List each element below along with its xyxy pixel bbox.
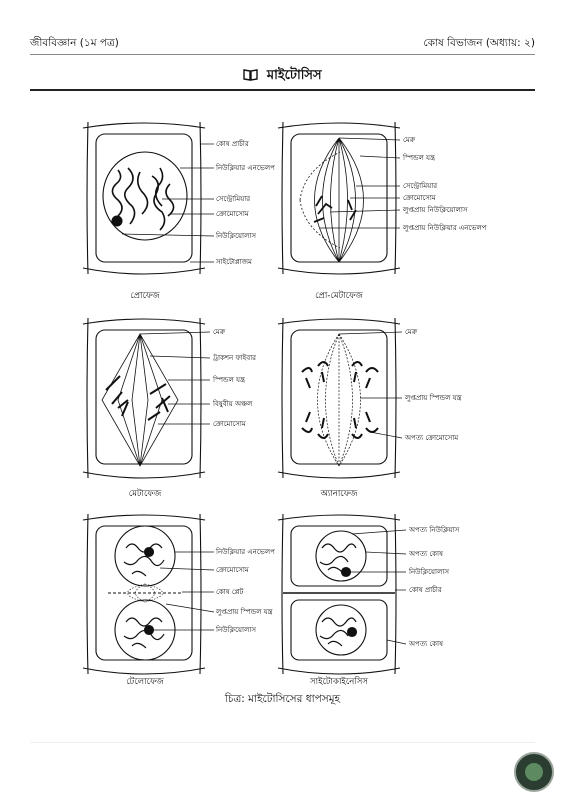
stage-name-prometaphase: প্রো-মেটাফেজ — [315, 289, 364, 301]
telophase-leaders — [153, 551, 215, 631]
prometaphase-labels: মেরু স্পিন্ডল যন্ত্র সেন্ট্রোমিয়ার ক্রো… — [402, 136, 487, 232]
cytokinesis-diagram — [277, 513, 401, 675]
prophase-label: ক্রোমোসোম — [216, 210, 249, 218]
prophase-label: সেন্ট্রোমিয়ার — [216, 195, 250, 203]
telophase-label: নিউক্লিয়ার এনভেলপ — [215, 547, 275, 556]
header-subject: জীববিজ্ঞান (১ম পত্র) — [30, 37, 119, 49]
metaphase-leaders — [139, 331, 211, 425]
figure-caption: চিত্র: মাইটোসিসের ধাপসমূহ — [224, 693, 341, 705]
title-rule — [30, 89, 535, 91]
stage-name-metaphase: মেটাফেজ — [129, 487, 163, 499]
prometaphase-leaders — [320, 137, 401, 229]
header-rule — [30, 54, 535, 55]
telophase-labels: নিউক্লিয়ার এনভেলপ ক্রোমোসোম কোষ প্লেট ল… — [215, 547, 275, 634]
page-header: জীববিজ্ঞান (১ম পত্র) কোষ বিভাজন (অধ্যায়… — [30, 36, 535, 54]
telophase-label: ক্রোমোসোম — [216, 566, 249, 574]
prophase-diagram — [82, 121, 206, 275]
cytokinesis-label: কোষ প্রাচীর — [409, 585, 442, 594]
prometaphase-label: লুপ্তপ্রায় নিউক্লিয়ার এনভেলপ — [402, 223, 487, 232]
telophase-label: লুপ্তপ্রায় স্পিন্ডল যন্ত্র — [215, 608, 273, 616]
stage-name-prophase: প্রোফেজ — [130, 291, 161, 301]
metaphase-label: স্পিন্ডল যন্ত্র — [212, 376, 245, 384]
prometaphase-diagram — [277, 121, 401, 275]
open-book-icon — [243, 69, 259, 81]
prometaphase-label: ক্রোমোসোম — [403, 194, 436, 202]
prometaphase-label: লুপ্তপ্রায় নিউক্লিয়োলাস — [402, 205, 468, 214]
header-chapter: কোষ বিভাজন (অধ্যায়: ২) — [423, 37, 535, 49]
metaphase-label: মেরু — [213, 328, 226, 336]
prometaphase-label: মেরু — [403, 136, 416, 144]
cytokinesis-label: অপত্য কোষ — [408, 640, 443, 648]
publisher-logo-icon — [514, 752, 554, 792]
anaphase-diagram — [277, 317, 401, 479]
anaphase-label: লুপ্তপ্রায় স্পিন্ডল যন্ত্র — [404, 394, 462, 402]
section-title: মাইটোসিস — [0, 66, 565, 87]
prophase-labels: কোষ প্রাচীর নিউক্লিয়ার এনভেলপ সেন্ট্রোম… — [215, 139, 275, 266]
footer-rule — [30, 742, 535, 743]
anaphase-labels: মেরু লুপ্তপ্রায় স্পিন্ডল যন্ত্র অপত্য ক… — [404, 328, 462, 442]
metaphase-label: বিষুবীয় অঞ্চল — [212, 399, 253, 408]
prometaphase-label: সেন্ট্রোমিয়ার — [403, 182, 437, 190]
prophase-label: নিউক্লিয়ার এনভেলপ — [215, 163, 275, 172]
metaphase-diagram — [82, 317, 206, 479]
metaphase-labels: মেরু ট্রাকশন ফাইবার স্পিন্ডল যন্ত্র বিষু… — [212, 328, 256, 428]
stage-name-telophase: টেলোফেজ — [126, 675, 165, 687]
anaphase-label: মেরু — [405, 328, 418, 336]
prophase-label: নিউক্লিয়োলাস — [215, 231, 256, 240]
prophase-leaders — [121, 143, 215, 263]
prophase-label: সাইটোপ্লাজম — [215, 257, 252, 266]
cytokinesis-label: নিউক্লিয়োলাস — [408, 567, 449, 576]
cytokinesis-label: অপত্য কোষ — [408, 550, 443, 558]
stage-name-anaphase: অ্যানাফেজ — [319, 489, 358, 499]
anaphase-leaders — [338, 331, 403, 439]
metaphase-label: ট্রাকশন ফাইবার — [212, 353, 256, 362]
cytokinesis-labels: অপত্য নিউক্লিয়াস অপত্য কোষ নিউক্লিয়োলা… — [408, 525, 460, 648]
prophase-label: কোষ প্রাচীর — [216, 139, 249, 148]
section-title-text: মাইটোসিস — [266, 68, 322, 83]
anaphase-label: অপত্য ক্রোমোসোম — [404, 434, 458, 442]
cytokinesis-label: অপত্য নিউক্লিয়াস — [408, 525, 460, 534]
cytokinesis-leaders — [350, 529, 407, 645]
telophase-label: নিউক্লিয়োলাস — [215, 625, 256, 634]
stage-name-cytokinesis: সাইটোকাইনেসিস — [309, 675, 369, 687]
metaphase-label: ক্রোমোসোম — [213, 420, 246, 428]
prometaphase-label: স্পিন্ডল যন্ত্র — [402, 154, 435, 162]
telophase-label: কোষ প্লেট — [216, 587, 243, 596]
telophase-diagram — [82, 513, 206, 675]
